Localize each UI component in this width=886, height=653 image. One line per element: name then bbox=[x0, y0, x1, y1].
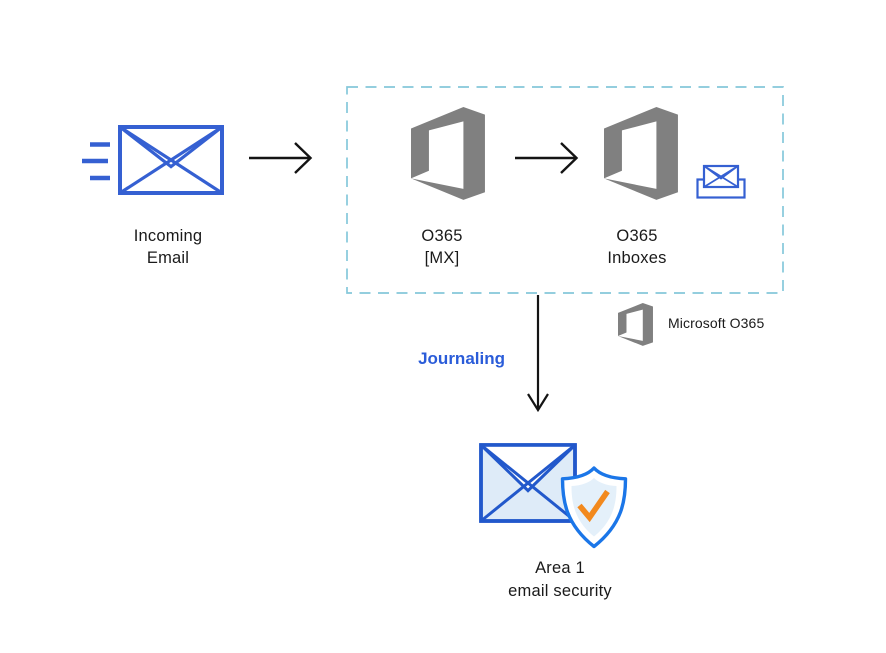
arrow-right-icon bbox=[249, 142, 313, 174]
secure-envelope-diagonal bbox=[480, 443, 576, 523]
arrow-head bbox=[294, 142, 313, 174]
office-logo-icon bbox=[411, 107, 485, 200]
arrow-head bbox=[560, 142, 579, 174]
secure-envelope-flap-fill bbox=[481, 445, 575, 491]
arrow-down-icon bbox=[527, 295, 549, 413]
office-logo-icon bbox=[618, 303, 653, 346]
arrow-right-icon bbox=[515, 142, 579, 174]
area1-security-icon bbox=[479, 443, 628, 549]
office-logo-shape bbox=[604, 107, 678, 200]
office-logo-shape bbox=[411, 107, 485, 200]
office-logo-shape bbox=[618, 303, 653, 346]
legend-microsoft-o365: Microsoft O365 bbox=[668, 315, 765, 331]
incoming-email-icon bbox=[82, 125, 224, 195]
envelope-diagonal bbox=[119, 125, 223, 195]
dashed-border bbox=[346, 86, 784, 294]
secure-envelope-flap bbox=[479, 443, 577, 493]
office-logo-icon bbox=[604, 107, 678, 200]
arrow-head bbox=[527, 393, 549, 413]
inbox-envelope-flap bbox=[703, 165, 739, 180]
o365-inboxes-label: O365 Inboxes bbox=[607, 227, 667, 267]
area1-label: Area 1 email security bbox=[508, 559, 612, 600]
inbox-icon bbox=[696, 164, 746, 199]
envelope-flap bbox=[119, 125, 223, 169]
journaling-label: Journaling bbox=[418, 349, 505, 368]
incoming-email-label: Incoming Email bbox=[133, 227, 203, 267]
check-icon bbox=[577, 489, 610, 523]
o365-mx-label: O365 [MX] bbox=[421, 227, 463, 267]
o365-boundary-box bbox=[346, 86, 784, 294]
